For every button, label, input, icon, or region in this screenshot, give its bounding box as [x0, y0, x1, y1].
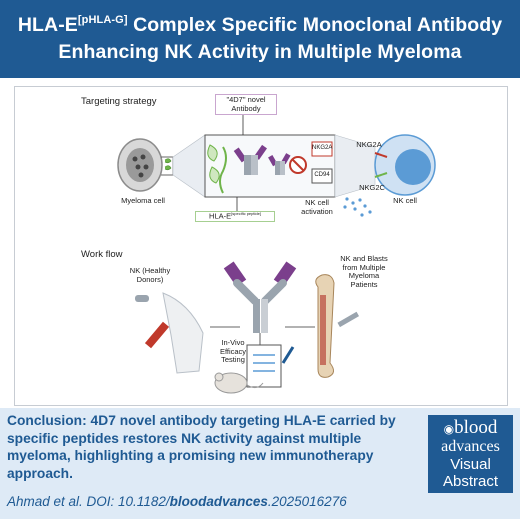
nk-activation-line2: activation	[301, 206, 333, 216]
antibody-4d7-illustration	[233, 144, 267, 175]
myeloma-cell-label: Myeloma cell	[121, 196, 165, 205]
nkg2a-label: NKG2A	[356, 140, 382, 149]
conclusion-text: Conclusion: 4D7 novel antibody targeting…	[7, 412, 422, 482]
antibody-callout-line2: Antibody	[231, 103, 261, 113]
cd94-box-label: CD94	[314, 172, 330, 178]
logo-blood: ◉blood	[428, 417, 513, 439]
targeting-strategy-label: Targeting strategy	[81, 96, 157, 107]
hla-e-sup: [specific peptide]	[231, 211, 261, 216]
blasts-line2: from Multiple	[342, 262, 386, 272]
nk-donors-label: NK (Healthy Donors)	[125, 266, 175, 284]
logo-blood-text: blood	[454, 417, 498, 438]
invivo-label: In-Vivo Efficacy Testing	[215, 338, 251, 365]
workflow-antibody	[223, 261, 297, 333]
title-rest: Complex Specific Monoclonal Antibody	[127, 14, 503, 36]
citation-journal: bloodadvances	[169, 494, 268, 509]
citation-prefix: Ahmad et al. DOI: 10.1182/	[7, 494, 170, 509]
conclusion-body: 4D7 novel antibody targeting HLA-E carri…	[7, 413, 396, 481]
nk-donors-line2: Donors)	[136, 274, 164, 284]
conclusion-lead: Conclusion:	[7, 413, 87, 428]
nkg2a-box-label: NKG2A	[312, 145, 333, 151]
bone-marrow-illustration	[315, 274, 360, 378]
nk-donors-line1: NK (Healthy	[129, 266, 171, 275]
workflow-label: Work flow	[81, 249, 123, 260]
citation-suffix: .2025016276	[267, 494, 347, 509]
title-line-2: Enhancing NK Activity in Multiple Myelom…	[58, 41, 462, 63]
logo-abstract: Abstract	[442, 473, 499, 490]
logo-advances: advances	[441, 438, 500, 455]
blasts-line4: Patients	[350, 279, 378, 289]
nk-activation-line1: NK cell	[305, 198, 329, 207]
diagram-panel: Targeting strategy "4D7" novel Antibody …	[14, 86, 508, 406]
antibody-callout-line1: "4D7" novel	[226, 95, 266, 104]
blasts-line1: NK and Blasts	[340, 254, 388, 263]
logo-visual: Visual	[450, 456, 491, 473]
blood-draw-illustration	[135, 292, 204, 374]
myeloma-cell-illustration	[117, 138, 174, 192]
journal-logo: ◉blood advances Visual Abstract	[428, 415, 513, 493]
title-line-1: HLA-E[pHLA-G] Complex Specific Monoclona…	[0, 14, 520, 37]
nk-cell-label: NK cell	[393, 196, 417, 205]
invivo-line2: Efficacy	[219, 346, 247, 356]
invivo-line1: In-Vivo	[221, 338, 245, 347]
title-hla: HLA-E	[17, 14, 78, 36]
nk-cell-illustration	[374, 134, 436, 196]
nk-activation-label: NK cell activation	[297, 198, 337, 216]
logo-seal-icon: ◉	[443, 422, 455, 436]
citation[interactable]: Ahmad et al. DOI: 10.1182/bloodadvances.…	[7, 494, 347, 509]
diagram-svg	[117, 115, 436, 394]
in-vivo-testing-illustration	[214, 344, 295, 394]
blasts-label: NK and Blasts from Multiple Myeloma Pati…	[333, 254, 395, 290]
invivo-line3: Testing	[221, 355, 245, 365]
activation-dots	[343, 197, 372, 217]
blasts-line3: Myeloma	[348, 271, 380, 281]
hla-e-callout: HLA-E[specific peptide]	[195, 211, 275, 223]
antibody-callout: "4D7" novel Antibody	[215, 94, 277, 116]
title-banner: HLA-E[pHLA-G] Complex Specific Monoclona…	[0, 0, 520, 78]
nkg2c-label: NKG2C	[359, 183, 385, 192]
title-superscript: [pHLA-G]	[77, 14, 128, 26]
hla-e-label: HLA-E	[209, 211, 232, 221]
